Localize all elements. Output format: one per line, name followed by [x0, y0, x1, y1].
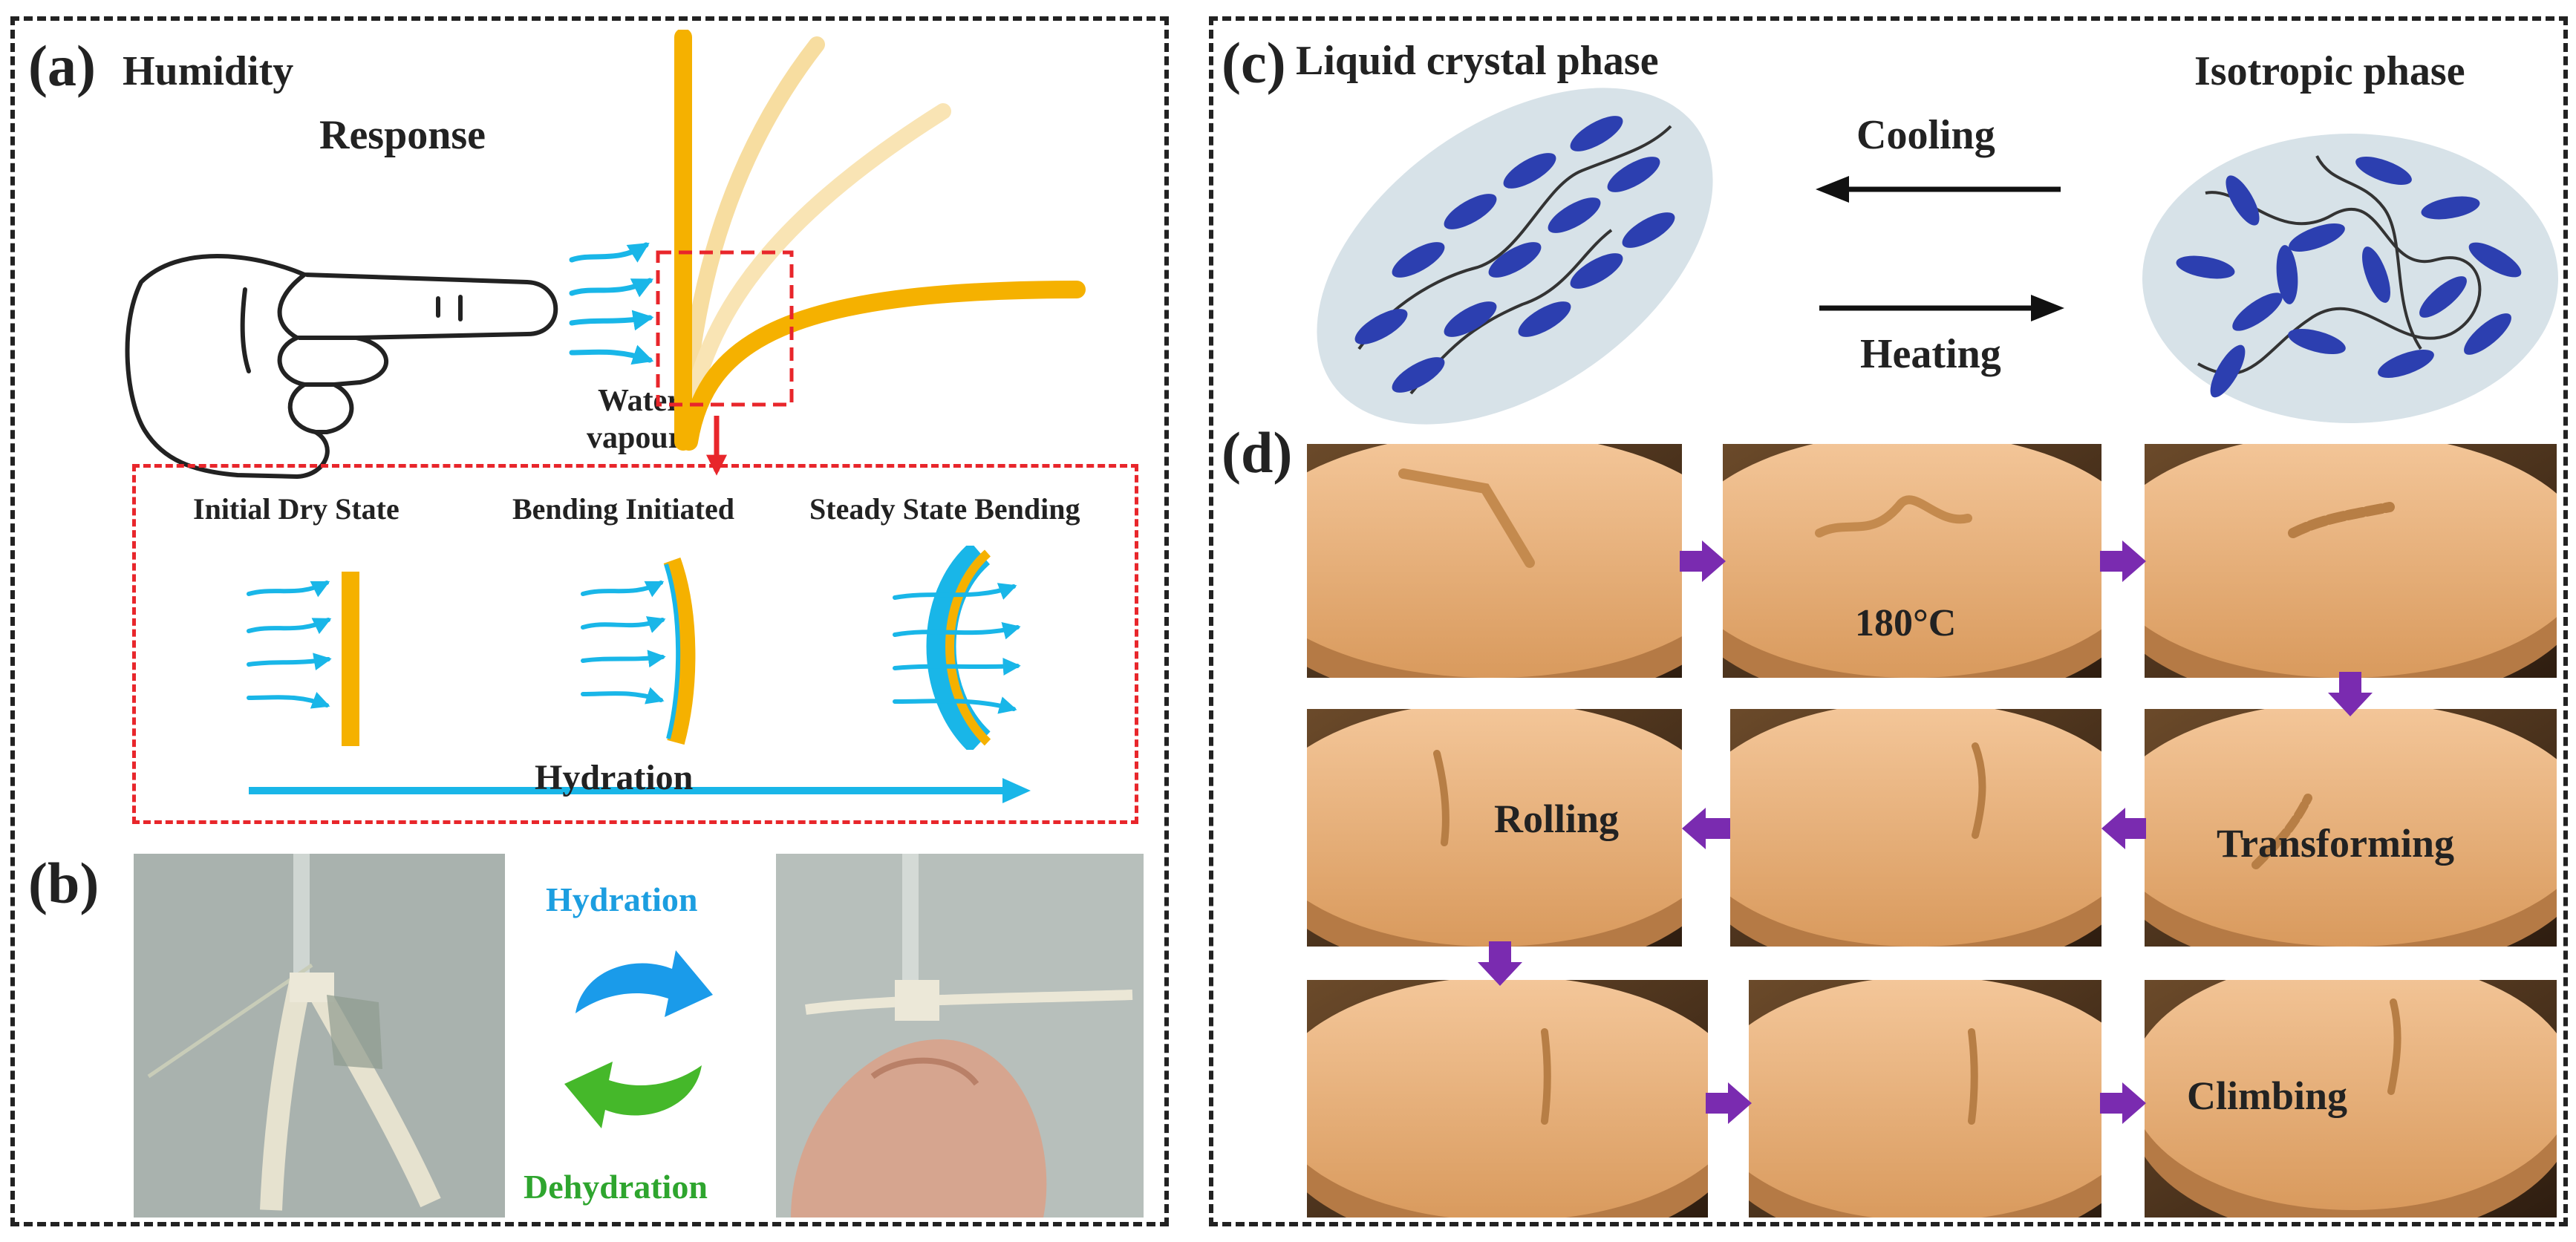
- panel-c-label: (c): [1222, 30, 1286, 95]
- hotplate-photo-3: [2145, 444, 2557, 678]
- cooling-label: Cooling: [1856, 112, 1995, 158]
- iso-phase-label: Isotropic phase: [2194, 48, 2465, 94]
- hotplate-photo-8: [1749, 980, 2101, 1218]
- liquid-crystal-phase-diagram: [1317, 88, 1713, 425]
- stage-initial-illustration: [247, 572, 359, 746]
- stage-label-bending: Bending Initiated: [512, 492, 734, 526]
- stage-label-initial: Initial Dry State: [193, 492, 400, 526]
- panel-d-label: (d): [1222, 420, 1293, 485]
- step-arrow-5-to-4: [1682, 808, 1730, 849]
- stage-steady-illustration: [893, 546, 1021, 750]
- step-arrow-1-to-2: [1680, 540, 1726, 582]
- hotplate-photo-5: [1730, 709, 2101, 947]
- step-arrow-6-to-5: [2101, 808, 2146, 849]
- step-arrow-2-to-3: [2100, 540, 2146, 582]
- cycle-arrows-icon: [564, 950, 713, 1128]
- step-arrow-8-to-9: [2100, 1082, 2146, 1124]
- bending-strip-illustration: [656, 30, 1086, 451]
- climbing-label: Climbing: [2187, 1073, 2348, 1118]
- hotplate-photo-2: [1723, 444, 2101, 678]
- temperature-label: 180°C: [1855, 602, 1957, 644]
- photo-strip-bent: [776, 854, 1144, 1218]
- step-arrow-4-to-7: [1478, 941, 1522, 986]
- heating-arrow: [1819, 295, 2064, 321]
- panel-a-title-line1: Humidity: [123, 48, 294, 94]
- cooling-arrow: [1816, 176, 2061, 203]
- panel-cd-frame: [1209, 16, 2568, 1226]
- pointing-hand-illustration: [125, 254, 558, 479]
- hydration-arrow: [249, 778, 1031, 803]
- step-arrow-7-to-8: [1706, 1082, 1752, 1124]
- transforming-label: Transforming: [2217, 821, 2454, 866]
- panel-a-label: (a): [28, 33, 96, 98]
- panel-ab-frame: [10, 16, 1169, 1226]
- hydration-label-b: Hydration: [546, 880, 698, 918]
- panel-b-label: (b): [28, 851, 100, 915]
- step-arrow-3-to-6: [2328, 672, 2373, 716]
- stage-label-steady: Steady State Bending: [809, 492, 1080, 526]
- hotplate-photo-4: [1307, 709, 1682, 947]
- hotplate-photo-9: [2145, 980, 2557, 1218]
- water-label-line1: Water: [598, 384, 681, 418]
- lc-phase-label: Liquid crystal phase: [1296, 38, 1659, 84]
- panel-a-title-line2: Response: [319, 112, 486, 158]
- heating-label: Heating: [1860, 331, 2001, 377]
- dehydration-label-b: Dehydration: [524, 1168, 708, 1206]
- hotplate-photo-6: [2145, 709, 2557, 947]
- rolling-label: Rolling: [1494, 797, 1620, 841]
- photo-strip-dry: [134, 854, 505, 1218]
- stage-bending-illustration: [581, 557, 696, 745]
- red-down-arrow: [706, 416, 727, 476]
- water-vapour-arrows: [569, 242, 654, 365]
- hotplate-photo-1: [1307, 444, 1682, 678]
- stages-box: [132, 464, 1138, 824]
- water-label-line2: vapour: [587, 421, 682, 455]
- hydration-label-a: Hydration: [535, 758, 694, 797]
- isotropic-phase-diagram: [2142, 134, 2558, 423]
- hotplate-photo-7: [1307, 980, 1708, 1218]
